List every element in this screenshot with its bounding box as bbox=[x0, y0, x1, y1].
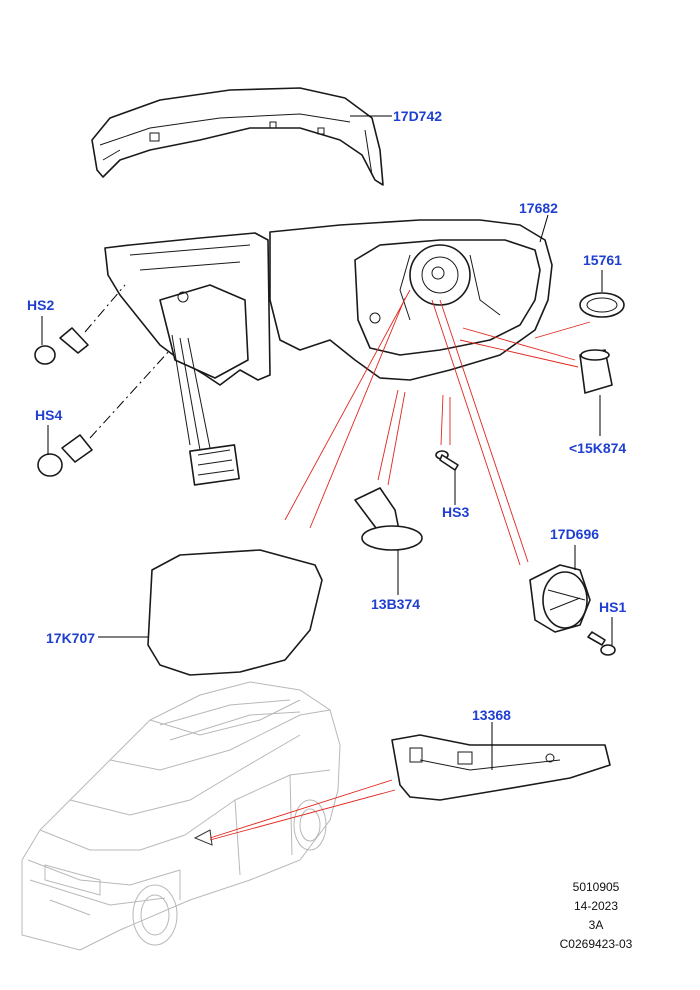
sensor-15K874 bbox=[579, 349, 613, 394]
screw-HS3 bbox=[435, 450, 459, 471]
reference-lines bbox=[209, 289, 591, 841]
mirror-cover-17D742 bbox=[91, 87, 384, 186]
mirror-housing-17682 bbox=[104, 219, 553, 486]
callout-13B374[interactable]: 13B374 bbox=[371, 596, 421, 612]
indicator-13368 bbox=[391, 734, 611, 801]
callout-HS4[interactable]: HS4 bbox=[35, 407, 63, 423]
footer-line-2: 14-2023 bbox=[573, 899, 619, 913]
bolt-HS2 bbox=[34, 284, 126, 365]
mirror-glass-17K707 bbox=[147, 549, 323, 676]
screw-HS1 bbox=[587, 631, 616, 656]
footer-line-4: C0269423-03 bbox=[559, 937, 633, 951]
footer-line-3: 3A bbox=[588, 918, 604, 932]
callout-HS3[interactable]: HS3 bbox=[442, 504, 470, 520]
callout-17682[interactable]: 17682 bbox=[519, 200, 558, 216]
illustration-reference-block: 5010905 14-2023 3A C0269423-03 bbox=[555, 878, 637, 954]
lamp-13B374 bbox=[354, 487, 423, 551]
callout-13368[interactable]: 13368 bbox=[472, 707, 511, 723]
callout-HS1[interactable]: HS1 bbox=[599, 599, 627, 615]
callout-17K707[interactable]: 17K707 bbox=[46, 630, 96, 646]
callout-HS2[interactable]: HS2 bbox=[27, 297, 55, 313]
callout-15761[interactable]: 15761 bbox=[583, 252, 622, 268]
callout-15K874[interactable]: <15K874 bbox=[569, 440, 627, 456]
callout-leaders bbox=[41, 115, 613, 770]
callout-17D696[interactable]: 17D696 bbox=[550, 526, 600, 542]
cap-15761 bbox=[579, 292, 625, 318]
motor-17D696 bbox=[529, 564, 591, 633]
vehicle-illustration bbox=[21, 681, 341, 951]
footer-line-1: 5010905 bbox=[572, 880, 620, 894]
callout-17D742[interactable]: 17D742 bbox=[393, 108, 443, 124]
bolt-HS4 bbox=[37, 349, 171, 477]
